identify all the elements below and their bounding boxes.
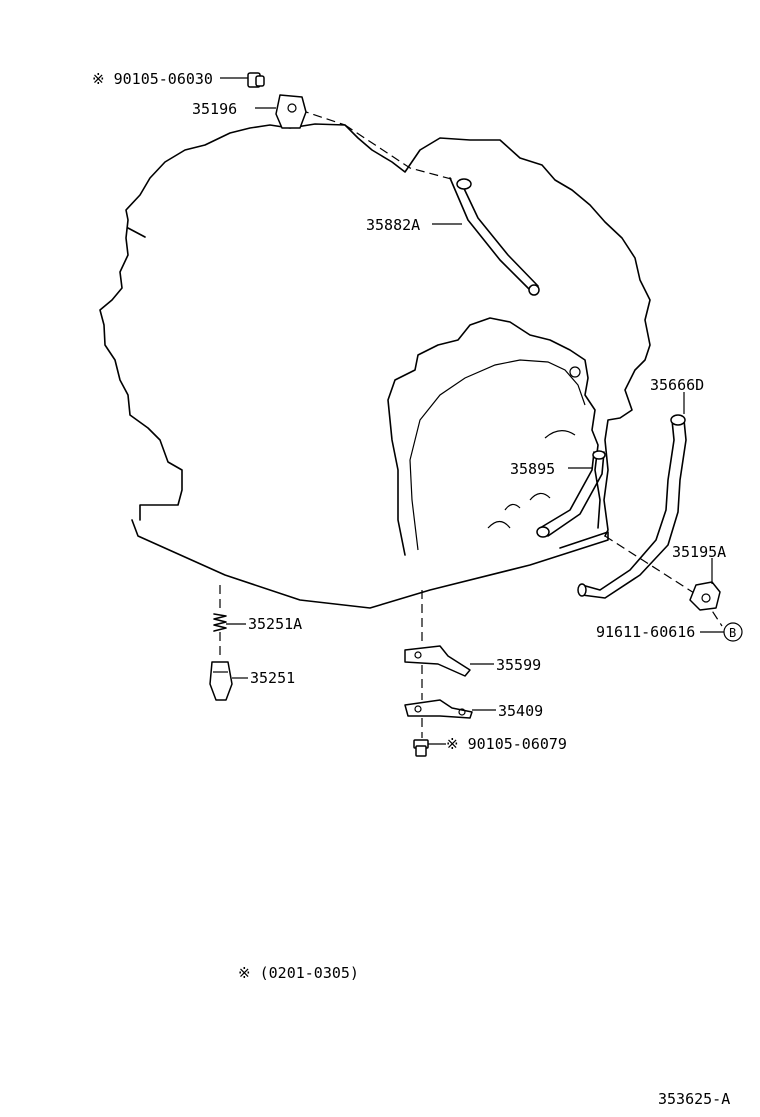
bell-detail-3 xyxy=(487,520,511,529)
bellhousing-inner xyxy=(409,359,586,551)
bracket-35599-icon xyxy=(404,645,471,677)
case-outline xyxy=(99,123,651,537)
dash-clamp xyxy=(604,535,706,601)
label-35666D: 35666D xyxy=(650,376,704,394)
label-35195A: 35195A xyxy=(672,543,726,561)
diagram-reference: 353625-A xyxy=(658,1090,730,1108)
plate-35409-icon xyxy=(404,699,473,719)
hose-35895-icon xyxy=(536,450,606,538)
applicability-note: ※ (0201-0305) xyxy=(238,964,359,982)
bellhousing-rim xyxy=(387,317,601,556)
dash-hose-a xyxy=(344,124,456,181)
bolt-90105-06079-icon xyxy=(413,739,429,757)
oil-pan xyxy=(131,519,609,609)
label-35599: 35599 xyxy=(496,656,541,674)
bell-detail-1 xyxy=(544,430,576,439)
bracket-35196-icon xyxy=(275,94,307,129)
bell-detail-2 xyxy=(529,492,551,501)
label-35882A: 35882A xyxy=(366,216,420,234)
bell-detail-4 xyxy=(504,503,521,511)
hose-35882A-icon xyxy=(449,177,540,296)
label-circle-b: B xyxy=(729,626,736,640)
detent-35251-icon xyxy=(209,661,233,701)
label-35196: 35196 xyxy=(192,100,237,118)
label-35251A: 35251A xyxy=(248,615,302,633)
hose-35666D-icon xyxy=(577,414,687,599)
spring-35251A-icon xyxy=(213,613,227,632)
leader-lines xyxy=(220,77,724,745)
label-35895: 35895 xyxy=(510,460,555,478)
transmission-case xyxy=(99,123,651,609)
label-90105-06079: ※ 90105-06079 xyxy=(446,735,567,753)
dash-35196 xyxy=(299,109,346,126)
leader-dashes xyxy=(219,109,723,738)
label-35409: 35409 xyxy=(498,702,543,720)
case-notch xyxy=(127,227,146,238)
clamp-35195A-icon xyxy=(689,581,721,611)
label-91611-60616: 91611-60616 xyxy=(596,623,695,641)
label-90105-06030: ※ 90105-06030 xyxy=(92,70,213,88)
label-35251: 35251 xyxy=(250,669,295,687)
bolt-90105-06030-icon xyxy=(247,72,265,88)
bolt-boss xyxy=(569,366,581,378)
